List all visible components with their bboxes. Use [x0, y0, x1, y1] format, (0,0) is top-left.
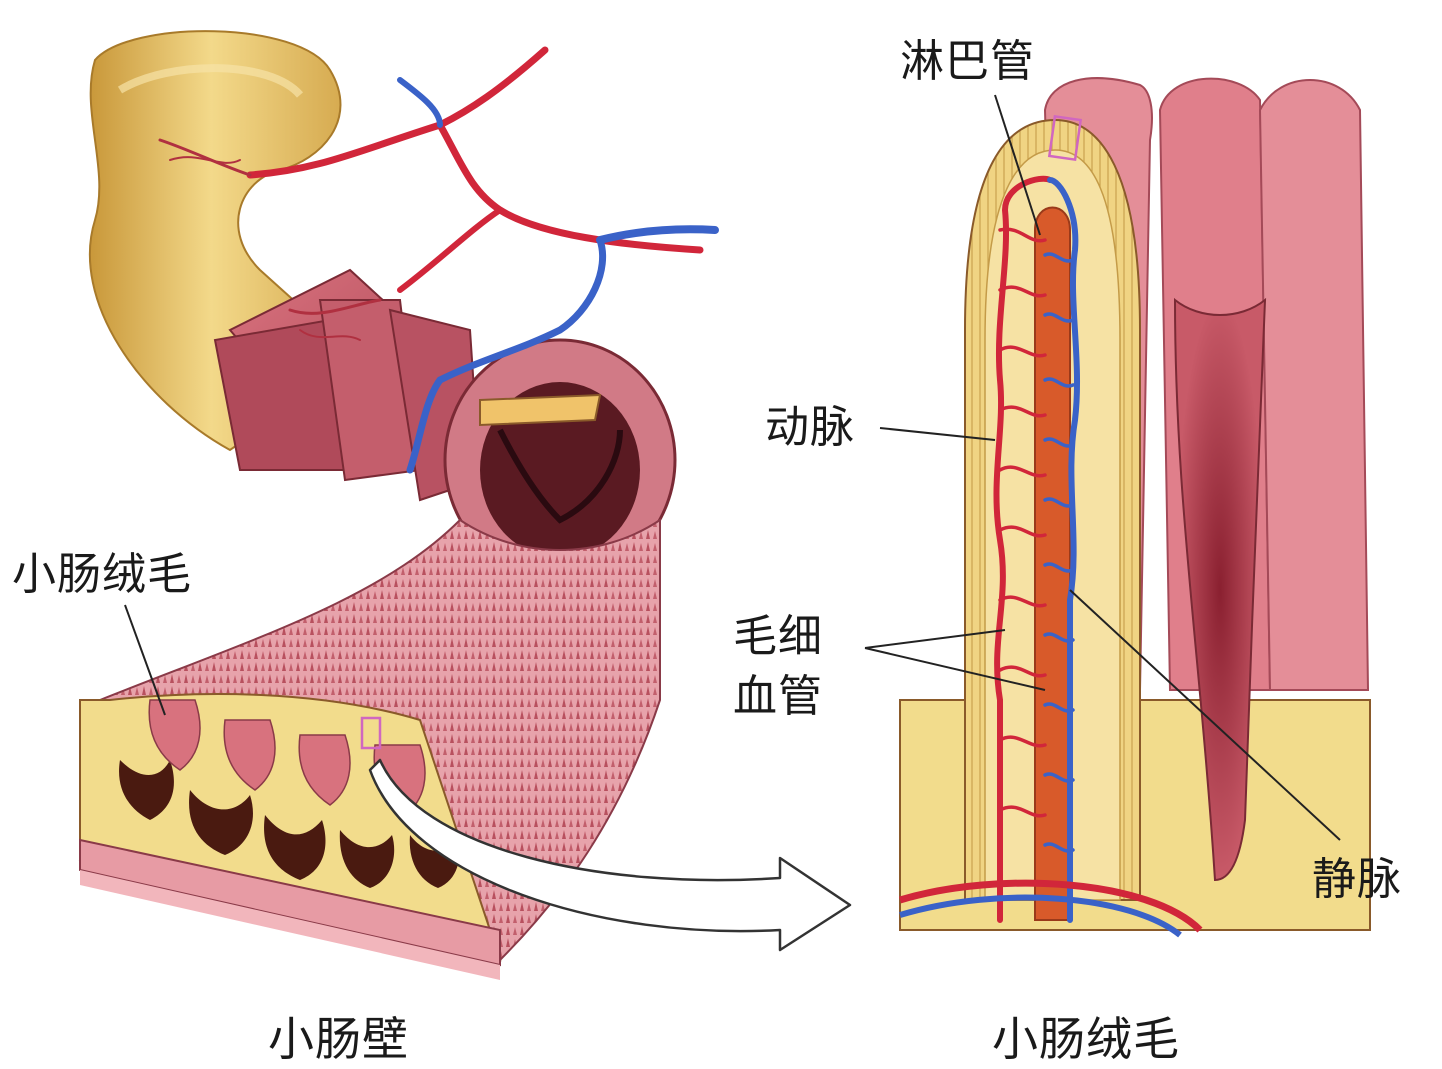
magnify-arrow-icon — [368, 758, 852, 952]
villi-leader-line — [124, 604, 166, 716]
left-caption: 小肠壁 — [268, 1012, 409, 1066]
left-villi-label: 小肠绒毛 — [12, 549, 192, 600]
lymph-leader-line — [994, 94, 1041, 236]
vein-leader-line — [1069, 589, 1341, 841]
artery-leader-line — [879, 427, 996, 441]
capillary-leader-line-1 — [864, 629, 1006, 649]
label-leader-lines — [864, 94, 1341, 841]
crypt — [1173, 297, 1267, 882]
mesenteric-vessels — [158, 46, 719, 474]
villus-illustration — [898, 77, 1371, 938]
small-intestine-wall-illustration — [78, 30, 719, 980]
vein-vessel — [1047, 177, 1081, 923]
artery-label: 动脉 — [765, 402, 855, 453]
magnified-region-marker — [360, 716, 382, 750]
vein-label: 静脉 — [1312, 854, 1402, 905]
tip-marker — [1047, 114, 1083, 162]
capillary-network — [993, 175, 1081, 923]
neighbour-villus-3 — [1258, 79, 1370, 691]
capillary-label-line1: 毛细 — [733, 611, 823, 662]
artery-vessel — [993, 175, 1053, 923]
lymph-label: 淋巴管 — [900, 36, 1035, 87]
villi-crypts — [119, 760, 460, 888]
capillary-label-line2: 血管 — [733, 671, 823, 722]
right-caption: 小肠绒毛 — [992, 1012, 1180, 1066]
capillary-leader-line-2 — [864, 647, 1046, 691]
